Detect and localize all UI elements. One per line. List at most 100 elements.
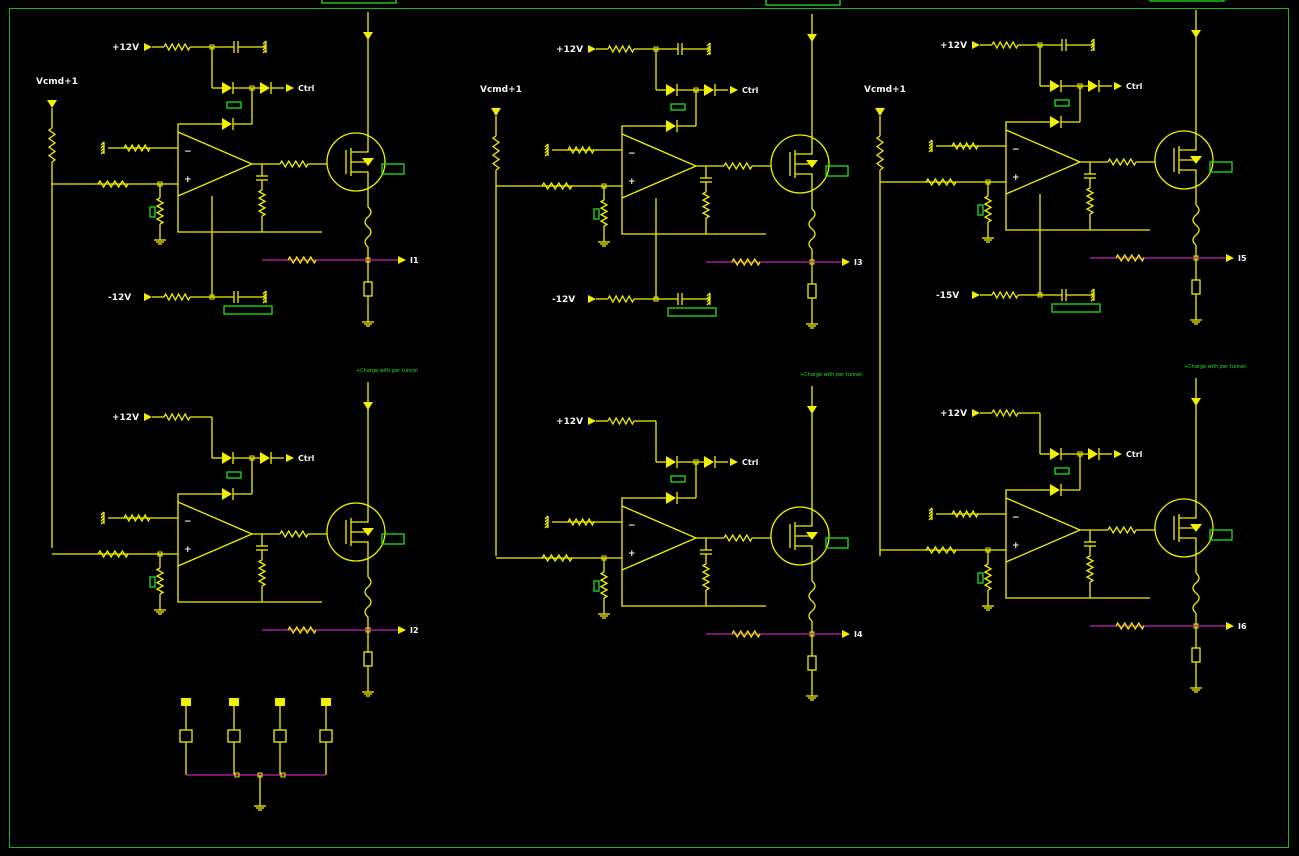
op-amp	[177, 131, 254, 197]
pos-rail-label: +12V	[112, 413, 139, 423]
ref-box	[825, 165, 849, 177]
arrow	[1114, 450, 1122, 458]
resistor	[163, 292, 191, 302]
resistor	[123, 513, 151, 523]
arrow	[842, 258, 850, 266]
ref-box	[593, 208, 600, 220]
ref-box	[825, 537, 849, 549]
resistor	[1115, 621, 1145, 631]
resistor	[541, 553, 573, 563]
resistor	[925, 545, 957, 555]
arrow	[1114, 82, 1122, 90]
mosfet	[1154, 130, 1214, 190]
arrow	[286, 84, 294, 92]
resistor	[123, 143, 151, 153]
vcmd-input-2: Vcmd+1	[480, 85, 522, 556]
current-output: I5	[1238, 254, 1247, 263]
arrow	[363, 402, 373, 410]
op-amp-plus: +	[628, 549, 636, 559]
capacitor	[1061, 289, 1067, 301]
mosfet	[1154, 498, 1214, 558]
arrow	[588, 417, 596, 425]
ground-symbol	[254, 805, 266, 811]
ground-symbol	[806, 323, 818, 329]
ref-box	[1054, 99, 1070, 107]
diode	[222, 488, 234, 500]
resistor	[983, 563, 993, 591]
neg-rail-label: -15V	[936, 291, 959, 301]
arrow	[1226, 254, 1234, 262]
mosfet	[326, 502, 386, 562]
ground-symbol	[362, 321, 374, 327]
neg-rail-label: -12V	[552, 295, 575, 305]
sense-resistor	[807, 655, 817, 671]
ctrl-output: Ctrl	[1126, 450, 1143, 459]
ref-box	[1051, 303, 1101, 313]
ctrl-output: Ctrl	[742, 458, 759, 467]
ref-box	[1209, 161, 1233, 173]
arrow	[875, 108, 885, 116]
resistor	[951, 141, 979, 151]
wire	[621, 198, 706, 235]
connector	[179, 729, 193, 743]
resistor	[287, 255, 317, 265]
resistor	[875, 135, 885, 171]
resistor	[287, 625, 317, 635]
ref-box	[223, 305, 273, 315]
arrow	[1191, 30, 1201, 38]
arrow	[398, 626, 406, 634]
wire	[621, 125, 656, 134]
op-amp	[621, 505, 698, 571]
resistor	[599, 571, 609, 599]
resistor	[1085, 555, 1095, 583]
wire	[795, 545, 813, 565]
diode	[1050, 116, 1062, 128]
ground-symbol	[1190, 687, 1202, 693]
resistor	[607, 294, 635, 304]
arrow	[588, 45, 596, 53]
arrow	[363, 32, 373, 40]
resistor	[163, 42, 191, 52]
pos-rail-label: +12V	[556, 45, 583, 55]
arrow	[1226, 622, 1234, 630]
inductor	[808, 580, 816, 622]
pin	[321, 698, 331, 706]
resistor	[97, 549, 129, 559]
wire	[795, 135, 813, 155]
vcmd-input-1: Vcmd+1	[36, 77, 78, 548]
ref-box	[149, 576, 156, 588]
wire	[177, 566, 262, 603]
sense-resistor	[363, 281, 373, 297]
current-output: I2	[410, 626, 419, 635]
ref-box	[226, 101, 242, 109]
op-amp-minus: −	[1012, 513, 1020, 523]
resistor	[991, 290, 1019, 300]
ref-box	[1209, 529, 1233, 541]
ground-symbol	[982, 237, 994, 243]
ground-symbol	[154, 239, 166, 245]
diode	[1088, 448, 1100, 460]
capacitor	[233, 41, 239, 53]
diode	[1050, 448, 1062, 460]
wire	[351, 133, 369, 153]
ref-box	[977, 204, 984, 216]
op-amp	[1005, 497, 1082, 563]
resistor	[1085, 187, 1095, 215]
capacitor	[700, 177, 712, 183]
resistor	[607, 44, 635, 54]
ref-box	[381, 533, 405, 545]
connector-block	[179, 698, 333, 811]
ref-box	[1149, 0, 1225, 2]
pos-rail-label: +12V	[556, 417, 583, 427]
wire	[1005, 194, 1090, 231]
capacitor	[1084, 541, 1096, 547]
wire	[177, 493, 212, 502]
ref-box	[593, 580, 600, 592]
arrow	[807, 34, 817, 42]
pin	[275, 698, 285, 706]
wire	[177, 123, 212, 132]
arrow	[398, 256, 406, 264]
